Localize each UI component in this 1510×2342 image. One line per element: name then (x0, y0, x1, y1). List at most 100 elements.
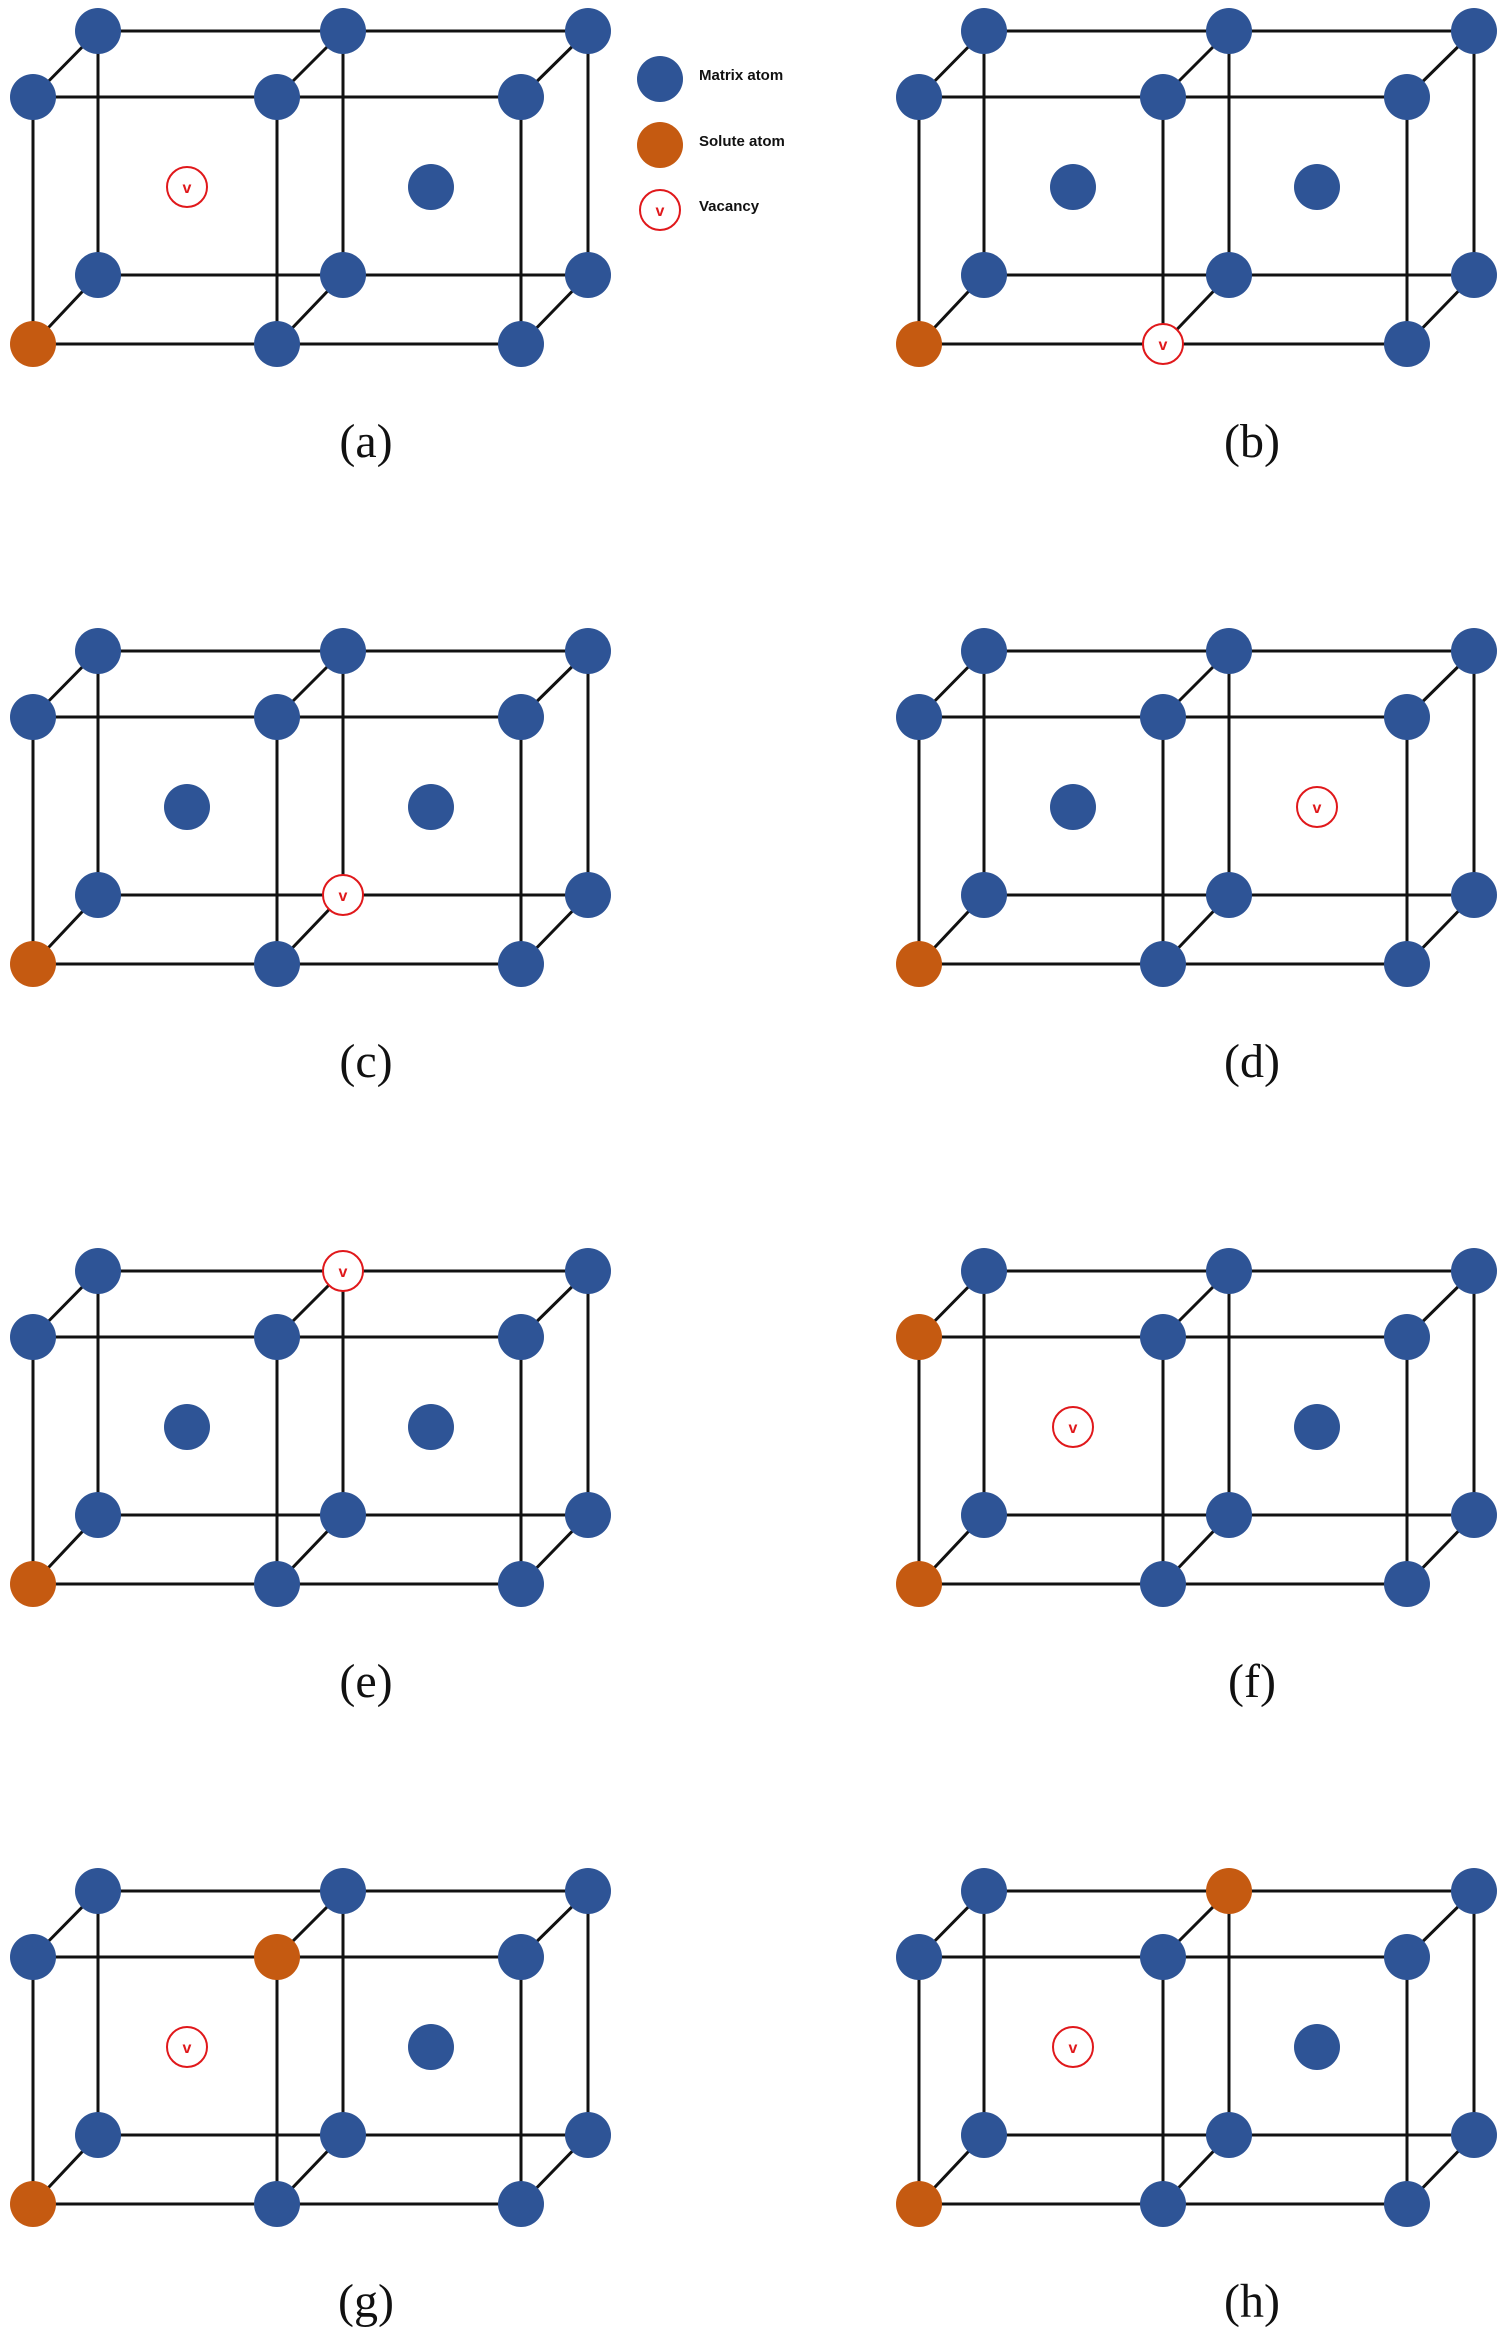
vacancy-icon (166, 2026, 208, 2068)
matrix-atom (1206, 1492, 1252, 1538)
matrix-atom (75, 628, 121, 674)
vacancy-icon (1052, 2026, 1094, 2068)
solute-atom (896, 2181, 942, 2227)
matrix-atom (961, 628, 1007, 674)
lattice-sites: v (10, 1248, 611, 1607)
vacancy-site: v (166, 2026, 208, 2068)
panel-f: v (886, 1240, 1506, 1607)
vacancy-icon (1052, 1406, 1094, 1448)
matrix-atom (565, 1868, 611, 1914)
vacancy-symbol: v (339, 888, 348, 905)
vacancy-symbol: v (1069, 2040, 1078, 2057)
legend-item-matrix: Matrix atom (633, 55, 833, 105)
matrix-atom (254, 1561, 300, 1607)
panel-h: v (886, 1860, 1506, 2227)
matrix-atom-icon (637, 56, 683, 102)
vacancy-symbol: v (183, 2040, 192, 2057)
matrix-atom (1451, 8, 1497, 54)
vacancy-site: v (1142, 323, 1184, 365)
lattice-sites: v (10, 1868, 611, 2227)
matrix-atom (75, 1248, 121, 1294)
matrix-atom (320, 628, 366, 674)
matrix-atom (1140, 1561, 1186, 1607)
matrix-atom (254, 2181, 300, 2227)
matrix-atom (254, 74, 300, 120)
panel-a: v (0, 0, 620, 367)
matrix-atom (1140, 1934, 1186, 1980)
matrix-atom (1451, 252, 1497, 298)
matrix-atom (1451, 628, 1497, 674)
vacancy-icon (639, 189, 681, 231)
matrix-atom (961, 8, 1007, 54)
panel-caption-e: (e) (339, 1655, 393, 1708)
vacancy-icon (1142, 323, 1184, 365)
matrix-atom (320, 2112, 366, 2158)
legend-label-solute: Solute atom (699, 133, 785, 150)
matrix-atom (164, 784, 210, 830)
solute-atom (10, 941, 56, 987)
lattice-edges (31, 1269, 590, 1586)
matrix-atom (1384, 1314, 1430, 1360)
matrix-atom (498, 1934, 544, 1980)
vacancy-site: v (1296, 786, 1338, 828)
lattice-edges (917, 649, 1476, 966)
lattice-edges (31, 29, 590, 346)
lattice-diagram: v (10, 8, 611, 367)
vacancy-swatch: v (639, 189, 681, 231)
matrix-atom (961, 872, 1007, 918)
matrix-atom (408, 1404, 454, 1450)
matrix-atom (75, 872, 121, 918)
panel-d: v (886, 620, 1506, 987)
matrix-atom (1294, 164, 1340, 210)
vacancy-symbol: v (1159, 337, 1168, 354)
panel-caption-g: (g) (338, 2275, 394, 2328)
matrix-atom (10, 74, 56, 120)
lattice-sites: v (896, 1248, 1497, 1607)
matrix-atom (896, 694, 942, 740)
legend-item-solute: Solute atom (633, 121, 833, 171)
panel-caption-f: (f) (1228, 1655, 1276, 1708)
matrix-atom (75, 1868, 121, 1914)
matrix-atom (896, 1934, 942, 1980)
solute-atom (10, 321, 56, 367)
legend-item-vacancy: v Vacancy (633, 186, 833, 236)
matrix-atom (1384, 1561, 1430, 1607)
matrix-atom (565, 628, 611, 674)
panel-b: v (886, 0, 1506, 367)
matrix-atom (408, 784, 454, 830)
matrix-atom (1384, 2181, 1430, 2227)
matrix-atom (1384, 1934, 1430, 1980)
vacancy-symbol: v (1069, 1420, 1078, 1437)
matrix-atom (1294, 1404, 1340, 1450)
matrix-atom (961, 1492, 1007, 1538)
matrix-atom (1451, 1492, 1497, 1538)
solute-atom (254, 1934, 300, 1980)
matrix-atom (1140, 694, 1186, 740)
vacancy-symbol: v (339, 1264, 348, 1281)
matrix-atom (1206, 2112, 1252, 2158)
lattice-sites: v (10, 8, 611, 367)
solute-atom (896, 1561, 942, 1607)
panel-caption-c: (c) (339, 1035, 393, 1088)
vacancy-site: v (1052, 1406, 1094, 1448)
vacancy-icon (322, 1250, 364, 1292)
matrix-atom (1140, 74, 1186, 120)
vacancy-site: v (322, 1250, 364, 1292)
matrix-atom (75, 8, 121, 54)
matrix-atom (254, 1314, 300, 1360)
matrix-atom (1451, 2112, 1497, 2158)
legend-label-matrix: Matrix atom (699, 67, 784, 84)
solute-atom (896, 321, 942, 367)
lattice-diagram: v (896, 1248, 1497, 1607)
lattice-edges (917, 1269, 1476, 1586)
matrix-atom (1140, 1314, 1186, 1360)
solute-atom-icon (637, 122, 683, 168)
matrix-atom (254, 941, 300, 987)
solute-atom (896, 1314, 942, 1360)
lattice-sites: v (896, 628, 1497, 987)
matrix-atom (565, 2112, 611, 2158)
matrix-atom (75, 1492, 121, 1538)
matrix-atom (565, 872, 611, 918)
matrix-atom (10, 1934, 56, 1980)
panel-caption-a: (a) (339, 415, 393, 468)
